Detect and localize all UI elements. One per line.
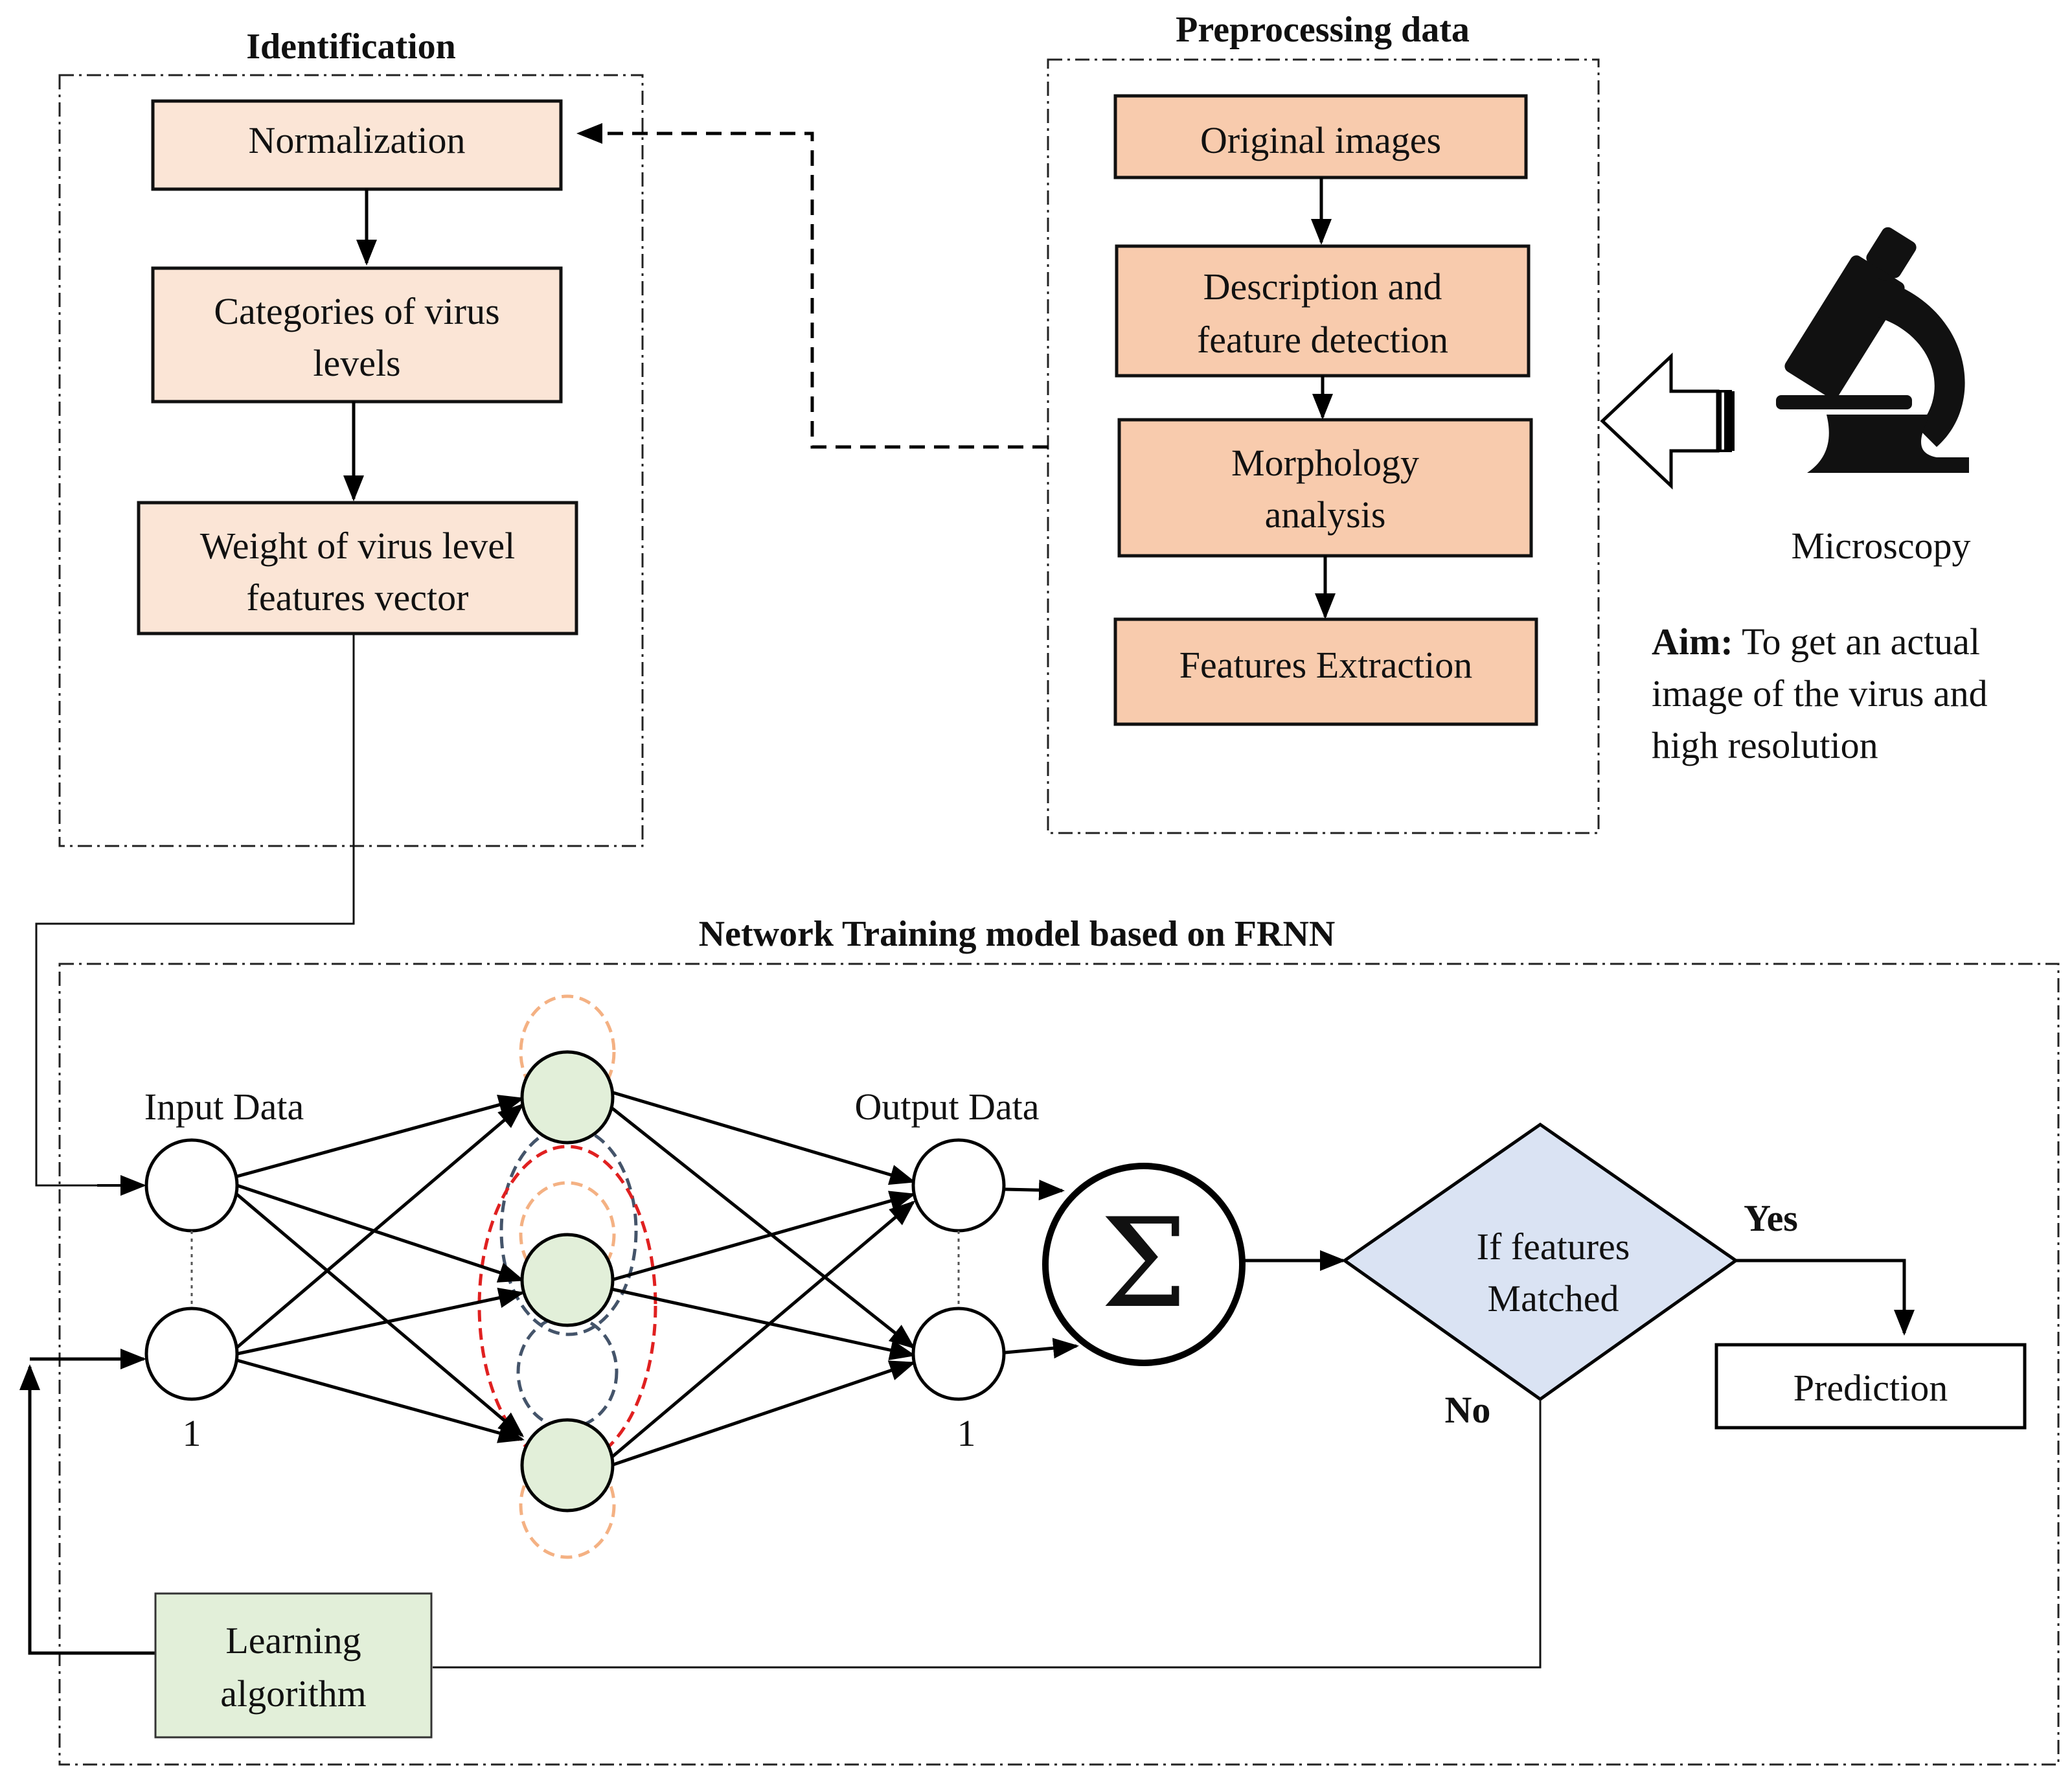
input-node-top (144, 1138, 239, 1233)
microscope-icon (1776, 227, 1969, 473)
feature-detection-label-2: feature detection (1197, 319, 1448, 361)
network-frame (58, 963, 2060, 1766)
arrow-output-bottom-to-sum (1005, 1338, 1079, 1359)
weight-vector-label-2: features vector (247, 577, 469, 619)
microscopy-section: Microscopy Aim: To get an actual image o… (1600, 227, 1988, 766)
dashed-feedback-arrow (576, 123, 1048, 449)
arrow-decision-to-prediction (1736, 1259, 1915, 1336)
identification-section: Identification Normalization Categories … (58, 27, 644, 847)
recurrent-loop-bottom (519, 1452, 616, 1559)
output-node-bottom (911, 1307, 1006, 1401)
feature-detection-box (1115, 244, 1531, 378)
decision-label-1: If features (1477, 1226, 1630, 1268)
virus-categories-box (151, 266, 563, 404)
normalization-label: Normalization (248, 119, 465, 161)
recurrent-loop-red (477, 1145, 657, 1467)
input-index-label: 1 (183, 1412, 201, 1454)
hollow-left-arrow (1600, 352, 1720, 490)
prediction-box (1714, 1343, 2027, 1430)
no-branch-connector (433, 1399, 1542, 1669)
original-images-label: Original images (1200, 119, 1441, 161)
summation-node (1042, 1163, 1246, 1366)
aim-label: Aim: (1652, 621, 1733, 663)
hidden-output-connections (610, 1090, 916, 1467)
output-node-top (911, 1138, 1006, 1233)
weight-vector-box (137, 501, 578, 635)
network-section: Network Training model based on FRNN Inp… (19, 634, 2060, 1766)
no-label: No (1445, 1389, 1491, 1431)
learning-algorithm-box (154, 1592, 433, 1739)
aim-text-line-2: image of the virus and (1652, 672, 1988, 714)
preprocessing-title: Preprocessing data (1176, 10, 1470, 50)
arrow-output-top-to-sum (1005, 1180, 1065, 1201)
hidden-node-middle (520, 1233, 615, 1327)
hidden-node-bottom (520, 1418, 615, 1513)
feature-detection-label-1: Description and (1203, 266, 1442, 308)
arrow-tail-bar-2 (1724, 391, 1735, 451)
learning-algorithm-label-1: Learning (225, 1619, 361, 1662)
features-extraction-label: Features Extraction (1179, 644, 1473, 686)
output-data-label: Output Data (854, 1086, 1039, 1128)
decision-label-2: Matched (1488, 1277, 1619, 1319)
network-title: Network Training model based on FRNN (699, 914, 1336, 954)
summation-symbol: Σ (1100, 1192, 1187, 1335)
weight-to-input-connector (35, 634, 355, 1187)
morphology-label-1: Morphology (1231, 442, 1419, 484)
aim-line-1-rest: To get an actual (1733, 621, 1980, 663)
features-extraction-box (1113, 617, 1538, 726)
output-index-label: 1 (957, 1412, 976, 1454)
identification-frame (58, 74, 644, 847)
virus-categories-label-2: levels (313, 342, 400, 384)
learning-algorithm-label-2: algorithm (220, 1673, 367, 1715)
learning-to-input-connector (19, 1364, 155, 1655)
normalization-box (151, 99, 563, 191)
input-node-bottom (144, 1307, 239, 1401)
prediction-label: Prediction (1793, 1367, 1948, 1409)
microscopy-label: Microscopy (1791, 525, 1970, 567)
hidden-node-top (520, 1050, 615, 1145)
preprocessing-section: Preprocessing data Original images Descr… (1047, 10, 1600, 834)
virus-categories-label-1: Categories of virus (214, 290, 499, 332)
aim-text-line-3: high resolution (1652, 724, 1878, 766)
input-hidden-connections (236, 1095, 525, 1443)
yes-label: Yes (1744, 1197, 1798, 1239)
input-data-label: Input Data (144, 1086, 304, 1128)
identification-title: Identification (246, 27, 456, 67)
aim-text-line-1: Aim: To get an actual (1652, 621, 1980, 663)
weight-vector-label-1: Weight of virus level (200, 525, 516, 567)
morphology-label-2: analysis (1265, 494, 1386, 536)
